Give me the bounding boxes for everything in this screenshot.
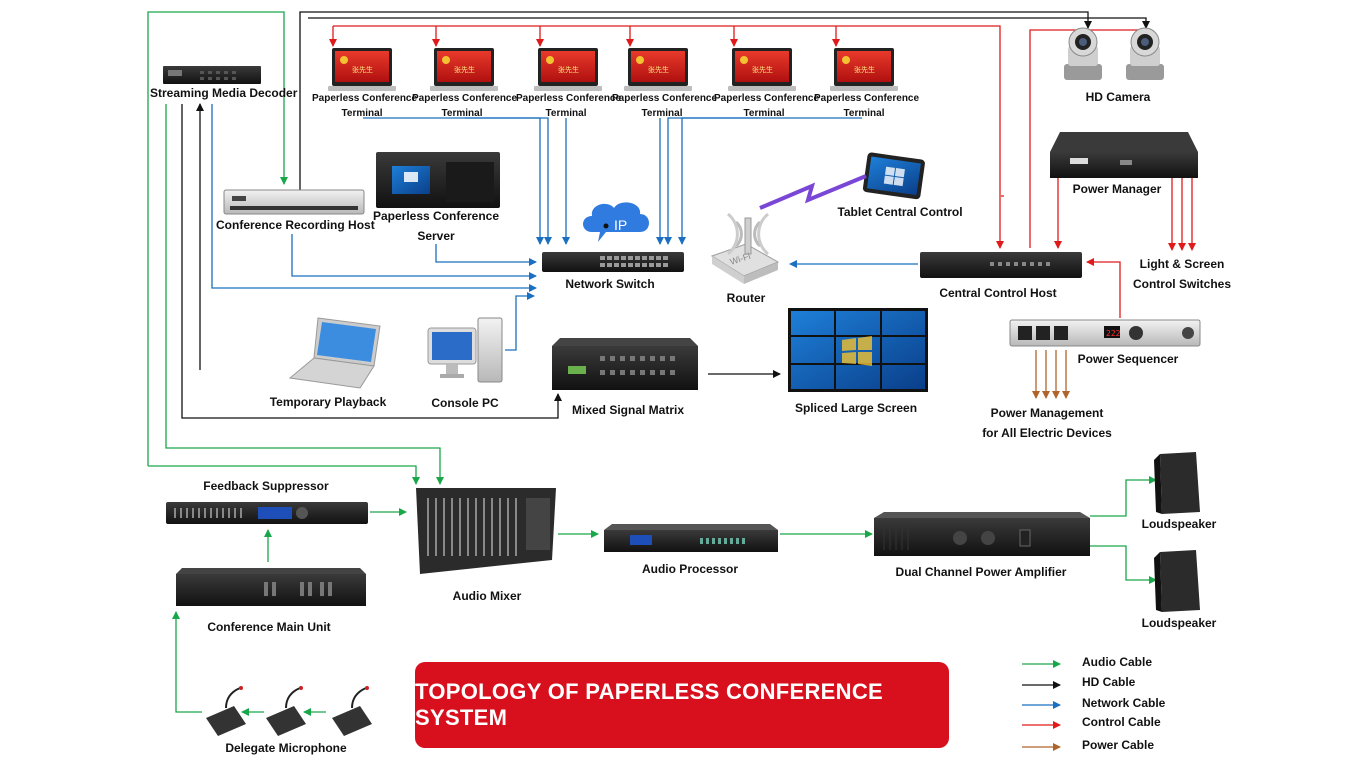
label-audio-processor: Audio Processor: [641, 562, 739, 576]
terminal-3: 张先生: [534, 48, 602, 91]
terminal-6: 张先生: [830, 48, 898, 91]
console-pc-device: [427, 317, 503, 383]
router-device: Wi-Fi: [710, 212, 780, 284]
label-conf-server-line1: Paperless Conference: [372, 209, 500, 223]
label-temp-playback: Temporary Playback: [269, 395, 387, 409]
label-terminal-1-line2: Terminal: [341, 108, 383, 119]
legend-power-label: Power Cable: [1082, 738, 1155, 752]
spliced-screen-device: [788, 308, 928, 392]
streaming-decoder-device: [163, 66, 261, 84]
label-loudspeaker-1: Loudspeaker: [1141, 517, 1217, 531]
label-console-pc: Console PC: [431, 396, 499, 410]
label-main-unit: Conference Main Unit: [207, 620, 331, 634]
label-matrix: Mixed Signal Matrix: [571, 403, 685, 417]
ip-cloud-icon: IP: [583, 202, 649, 242]
label-audio-mixer: Audio Mixer: [452, 589, 522, 603]
delegate-mic-3: [332, 686, 372, 736]
label-terminal-3-line2: Terminal: [545, 108, 587, 119]
loudspeaker-1-device: [1154, 452, 1200, 514]
label-terminal-6-line1: Paperless Conference: [814, 93, 920, 104]
label-terminal-4-line1: Paperless Conference: [612, 93, 718, 104]
network-switch-device: [542, 252, 684, 272]
terminal-1: 张先生: [328, 48, 396, 91]
legend-arrows: [1022, 660, 1061, 751]
terminal-screen-text: 张先生: [854, 65, 875, 74]
terminal-screen-text: 张先生: [648, 65, 669, 74]
label-hd-camera: HD Camera: [1085, 90, 1151, 104]
hd-camera-2: [1126, 27, 1164, 80]
tablet-device: [862, 152, 925, 200]
recording-host-device: [223, 189, 365, 215]
label-terminal-3-line1: Paperless Conference: [516, 93, 622, 104]
connection-lines: [147, 11, 1196, 716]
label-terminal-5-line2: Terminal: [743, 108, 785, 119]
terminal-screen-text: 张先生: [752, 65, 773, 74]
conference-server-device: [376, 152, 500, 208]
ip-label: IP: [614, 217, 627, 233]
matrix-device: [552, 338, 698, 390]
audio-processor-device: [604, 524, 778, 552]
label-terminal-2-line1: Paperless Conference: [412, 93, 518, 104]
label-router: Router: [726, 291, 766, 305]
audio-mixer-device: [416, 488, 556, 574]
label-light-switch-line2: Control Switches: [1132, 277, 1231, 291]
label-amplifier: Dual Channel Power Amplifier: [895, 565, 1067, 579]
feedback-suppressor-device: [166, 502, 368, 524]
label-light-switch-line1: Light & Screen: [1139, 257, 1225, 271]
terminal-2: 张先生: [430, 48, 498, 91]
diagram-title-banner: TOPOLOGY OF PAPERLESS CONFERENCE SYSTEM: [415, 662, 949, 748]
label-network-switch: Network Switch: [565, 277, 655, 291]
label-central-control: Central Control Host: [939, 286, 1057, 300]
label-loudspeaker-2: Loudspeaker: [1141, 616, 1217, 630]
sequencer-display: 222: [1106, 329, 1121, 338]
central-control-device: [920, 252, 1082, 278]
label-terminal-2-line2: Terminal: [441, 108, 483, 119]
power-sequencer-device: 222: [1009, 319, 1201, 347]
wireless-signal-icon: [759, 174, 867, 210]
temporary-playback-laptop: [288, 317, 381, 389]
power-manager-device: [1050, 132, 1198, 178]
terminal-4: 张先生: [624, 48, 692, 91]
label-terminal-4-line2: Terminal: [641, 108, 683, 119]
label-power-mgmt-line1: Power Management: [990, 406, 1104, 420]
loudspeaker-2-device: [1154, 550, 1200, 612]
label-terminal-6-line2: Terminal: [843, 108, 885, 119]
control-lines: [329, 25, 1196, 318]
label-power-mgmt-line2: for All Electric Devices: [982, 426, 1112, 440]
terminal-screen-text: 张先生: [352, 65, 373, 74]
label-power-sequencer: Power Sequencer: [1077, 352, 1179, 366]
conference-main-unit-device: [176, 568, 366, 606]
label-tablet: Tablet Central Control: [837, 205, 963, 219]
amplifier-device: [874, 512, 1090, 556]
legend-hd-label: HD Cable: [1082, 675, 1136, 689]
label-recording-host: Conference Recording Host: [216, 218, 375, 232]
hd-camera-1: [1064, 27, 1102, 80]
label-conf-server-line2: Server: [417, 229, 455, 243]
legend-control-label: Control Cable: [1082, 715, 1161, 729]
network-lines: [211, 104, 918, 351]
legend-audio-label: Audio Cable: [1082, 655, 1153, 669]
label-delegate-mic: Delegate Microphone: [225, 741, 347, 755]
legend-network-label: Network Cable: [1082, 696, 1166, 710]
terminal-5: 张先生: [728, 48, 796, 91]
hd-lines: [181, 11, 1150, 419]
audio-lines: [147, 11, 1157, 716]
label-feedback: Feedback Suppressor: [203, 479, 329, 493]
terminal-screen-text: 张先生: [558, 65, 579, 74]
delegate-mic-2: [266, 686, 306, 736]
label-terminal-1-line1: Paperless Conference: [312, 93, 418, 104]
label-terminal-5-line1: Paperless Conference: [714, 93, 820, 104]
terminal-screen-text: 张先生: [454, 65, 475, 74]
label-streaming-decoder: Streaming Media Decoder: [150, 86, 298, 100]
label-power-manager: Power Manager: [1072, 182, 1162, 196]
label-spliced-screen: Spliced Large Screen: [794, 401, 918, 415]
delegate-mic-1: [206, 686, 246, 736]
power-lines: [1032, 350, 1070, 399]
